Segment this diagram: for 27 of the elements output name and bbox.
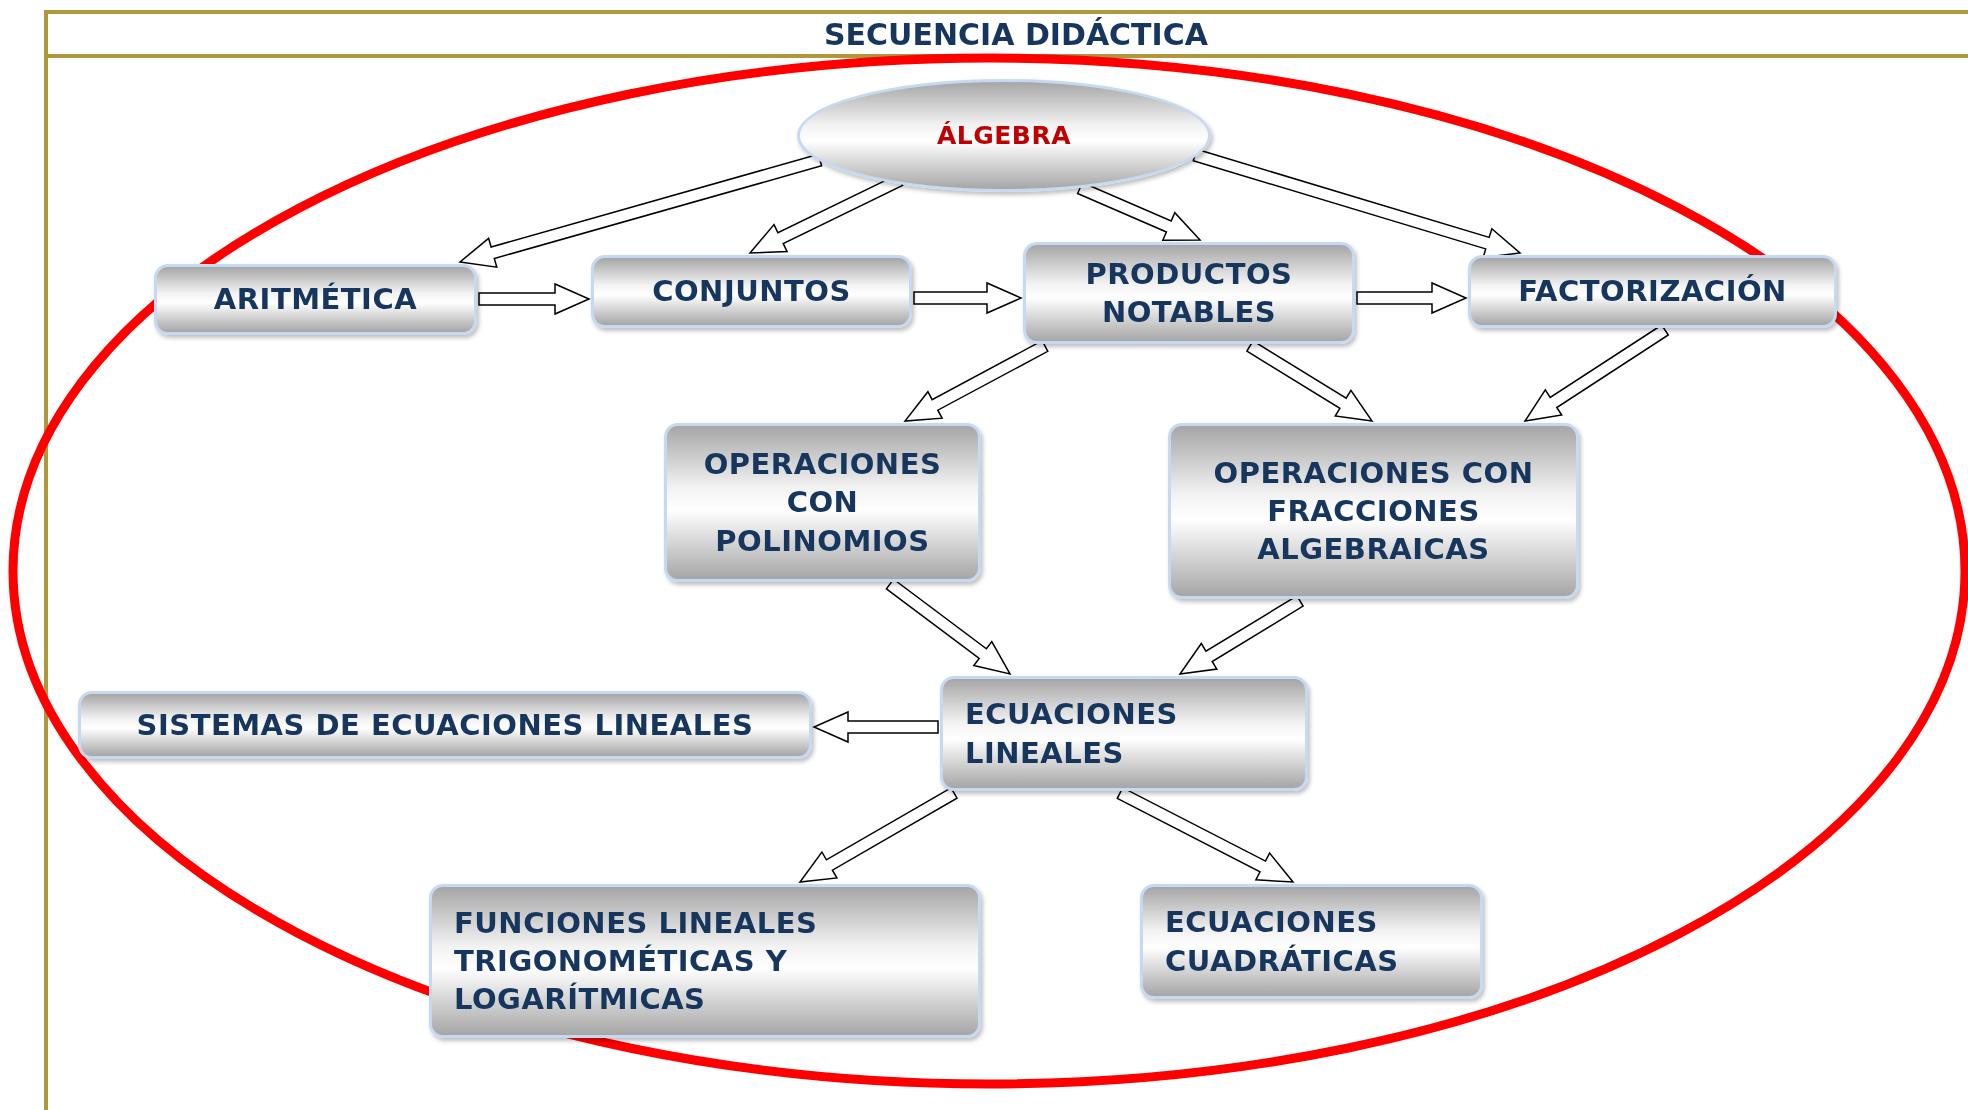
topic-label: ARITMÉTICA: [213, 281, 418, 319]
block-arrow: [913, 281, 1023, 315]
block-arrow: [458, 153, 823, 269]
block-arrow: [1356, 281, 1468, 315]
topic-label: CONJUNTOS: [652, 273, 851, 311]
topic-label: ECUACIONES CUADRÁTICAS: [1165, 904, 1400, 980]
topic-label: PRODUCTOS NOTABLES: [1084, 255, 1294, 331]
block-arrow: [812, 710, 939, 744]
topic-box: [1468, 255, 1837, 328]
topic-box: [940, 676, 1308, 791]
topic-label: OPERACIONES CON FRACCIONES ALGEBRAICAS: [1212, 454, 1535, 569]
topic-label: ECUACIONES LINEALES: [965, 696, 1179, 772]
topic-box: [78, 691, 812, 759]
topic-box: [1168, 423, 1579, 599]
title: SECUENCIA DIDÁCTICA: [824, 16, 1208, 52]
topic-box: [1023, 242, 1355, 344]
topic-box: [429, 884, 981, 1038]
topic-label: FUNCIONES LINEALES TRIGONOMÉTICAS Y LOGARÍTMICAS: [454, 904, 819, 1019]
topic-label: OPERACIONES CON POLINOMIOS: [702, 446, 943, 560]
topic-box: [1140, 884, 1483, 999]
topic-box: [664, 423, 981, 582]
topic-box: [591, 255, 912, 328]
topic-label: ÁLGEBRA: [937, 120, 1071, 152]
topic-box: [154, 264, 477, 335]
topic-label: SISTEMAS DE ECUACIONES LINEALES: [136, 706, 754, 744]
topic-label: FACTORIZACIÓN: [1518, 273, 1787, 311]
block-arrow: [478, 282, 591, 316]
